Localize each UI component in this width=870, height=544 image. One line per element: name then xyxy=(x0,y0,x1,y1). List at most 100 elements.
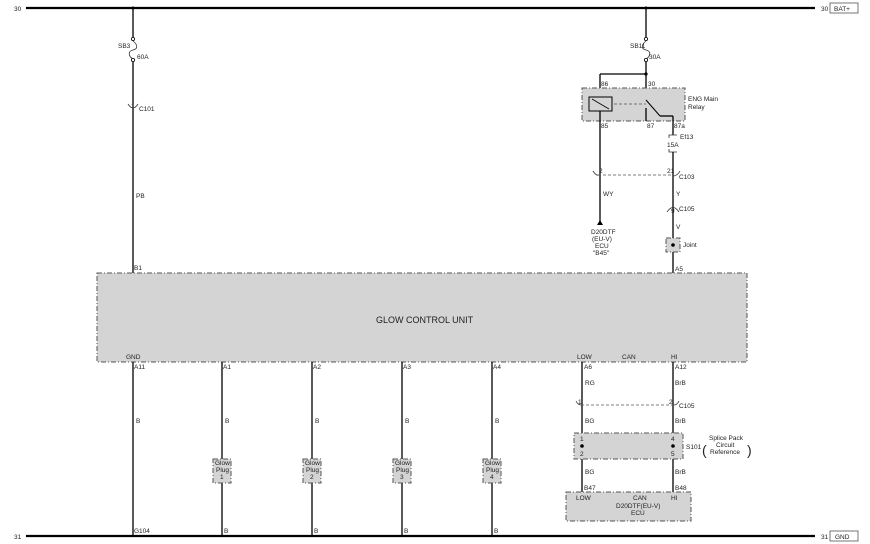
diagram-line xyxy=(130,37,135,42)
diagram-label: 30 xyxy=(648,81,656,88)
diagram-label: 2 xyxy=(599,168,603,175)
diagram-label: 3 xyxy=(400,474,404,481)
diagram-label: BG xyxy=(585,418,594,425)
output-a1: A1 B Glow Plug 1 B xyxy=(212,362,232,536)
fuse-sb3-icon xyxy=(128,40,138,60)
diagram-label: B xyxy=(405,418,409,425)
fuse-sb3-rating: 60A xyxy=(137,54,149,61)
glow-plug-4 xyxy=(482,458,502,484)
splice-s101-label: S101 xyxy=(686,444,702,451)
diagram-line xyxy=(644,37,649,42)
diagram-line xyxy=(668,149,677,153)
diagram-label: A6 xyxy=(584,364,592,371)
diagram-label: 87a xyxy=(674,123,685,130)
fuse-sb11-icon xyxy=(641,40,651,60)
diagram-label: A3 xyxy=(403,364,411,371)
glow-plug-3 xyxy=(392,458,412,484)
diagram-label: D20DTF xyxy=(591,229,616,236)
diagram-label: V xyxy=(676,224,681,231)
diagram-label: 15A xyxy=(667,142,679,149)
diagram-label: 2 xyxy=(310,474,314,481)
diagram-label: A4 xyxy=(493,364,501,371)
ground-bus-number-right: 31 xyxy=(821,534,829,541)
bus-number-left: 30 xyxy=(14,6,22,13)
diagram-label: B xyxy=(314,528,318,535)
diagram-label: (EU-V) xyxy=(592,236,612,243)
diagram-label: A1 xyxy=(223,364,231,371)
diagram-label: LOW xyxy=(576,495,592,502)
left-feed-circuit: SB3 60A 1 C101 PB B1 xyxy=(118,6,155,273)
diagram-label: A2 xyxy=(313,364,321,371)
diagram-label: 87 xyxy=(647,123,655,130)
diagram-label: B xyxy=(225,418,229,425)
connector-c105-label: C105 xyxy=(679,206,695,213)
diagram-label: GND xyxy=(126,354,141,361)
splice-pack-s101 xyxy=(573,432,684,460)
diagram-label: 5 xyxy=(671,451,675,458)
diagram-line xyxy=(671,243,675,247)
diagram-label: 86 xyxy=(601,81,609,88)
diagram-label: HI xyxy=(671,495,678,502)
diagram-label: Circuit xyxy=(716,442,735,449)
diagram-label: B47 xyxy=(584,485,596,492)
diagram-label: B xyxy=(315,418,319,425)
diagram-label: B48 xyxy=(675,485,687,492)
diagram-label: 1 xyxy=(578,399,582,406)
diagram-label: B xyxy=(495,418,499,425)
diagram-label: BrB xyxy=(675,469,686,476)
gnd-tag xyxy=(829,530,859,542)
diagram-label: BG xyxy=(585,469,594,476)
fuse-ef13-icon xyxy=(668,134,677,138)
glow-control-unit-title: GLOW CONTROL UNIT xyxy=(376,315,474,325)
arrow-icon xyxy=(597,220,603,225)
diagram-label: Glow xyxy=(305,460,320,467)
diagram-label: Reference xyxy=(710,449,740,456)
diagram-label: Plug xyxy=(486,467,499,474)
connector-c101-icon xyxy=(127,103,139,109)
ecu-name: D20DTF(EU-V) xyxy=(616,503,660,510)
diagram-label: B xyxy=(404,528,408,535)
right-feed-circuit: SB11 30A 86 30 85 87 87a ENG Main Relay … xyxy=(581,6,718,275)
diagram-label: "B45" xyxy=(593,250,610,257)
diagram-label: A11 xyxy=(134,364,145,371)
diagram-label: 21 xyxy=(667,168,675,175)
output-a2: A2 B Glow Plug 2 B xyxy=(302,362,322,536)
paren-right: ) xyxy=(747,442,752,458)
diagram-label: BrB xyxy=(675,418,686,425)
diagram-label: HI xyxy=(671,354,678,361)
diagram-label: 1 xyxy=(580,436,584,443)
diagram-label: LOW xyxy=(577,354,593,361)
bus-number-right: 30 xyxy=(821,6,829,13)
diagram-label: Plug xyxy=(306,467,319,474)
pin-b1: B1 xyxy=(134,265,142,272)
diagram-label: B xyxy=(224,528,228,535)
diagram-line xyxy=(644,6,648,10)
glow-plug-1 xyxy=(212,458,232,484)
bat-plus-tag xyxy=(829,2,859,14)
glow-plug-2 xyxy=(302,458,322,484)
diagram-label: 4 xyxy=(671,436,675,443)
splice-pack-reference: Splice Pack xyxy=(709,435,744,442)
diagram-label: ECU xyxy=(595,243,609,250)
output-a11: A11 B G104 xyxy=(132,362,150,536)
diagram-line xyxy=(580,444,584,448)
connector-c101-label: C101 xyxy=(139,106,155,113)
fuse-sb11-rating: 30A xyxy=(649,54,661,61)
diagram-line xyxy=(131,6,135,10)
diagram-label: BrB xyxy=(675,380,686,387)
fuse-sb11-label: SB11 xyxy=(630,43,646,50)
diagram-label: 1 xyxy=(131,103,135,110)
relay-switch-icon xyxy=(645,99,661,117)
diagram-label: Plug xyxy=(216,467,229,474)
diagram-label: 1 xyxy=(220,474,224,481)
bat-plus-label: BAT+ xyxy=(834,6,850,13)
diagram-label: CAN xyxy=(633,495,647,502)
output-a3: A3 B Glow Plug 3 B xyxy=(392,362,412,536)
ground-bus-number-left: 31 xyxy=(14,534,22,541)
wire-color-wy: WY xyxy=(603,191,614,198)
connector-c105-can-label: C105 xyxy=(679,403,695,410)
paren-left: ( xyxy=(702,442,707,458)
output-a4: A4 B Glow Plug 4 B xyxy=(482,362,502,536)
diagram-label: Plug xyxy=(396,467,409,474)
